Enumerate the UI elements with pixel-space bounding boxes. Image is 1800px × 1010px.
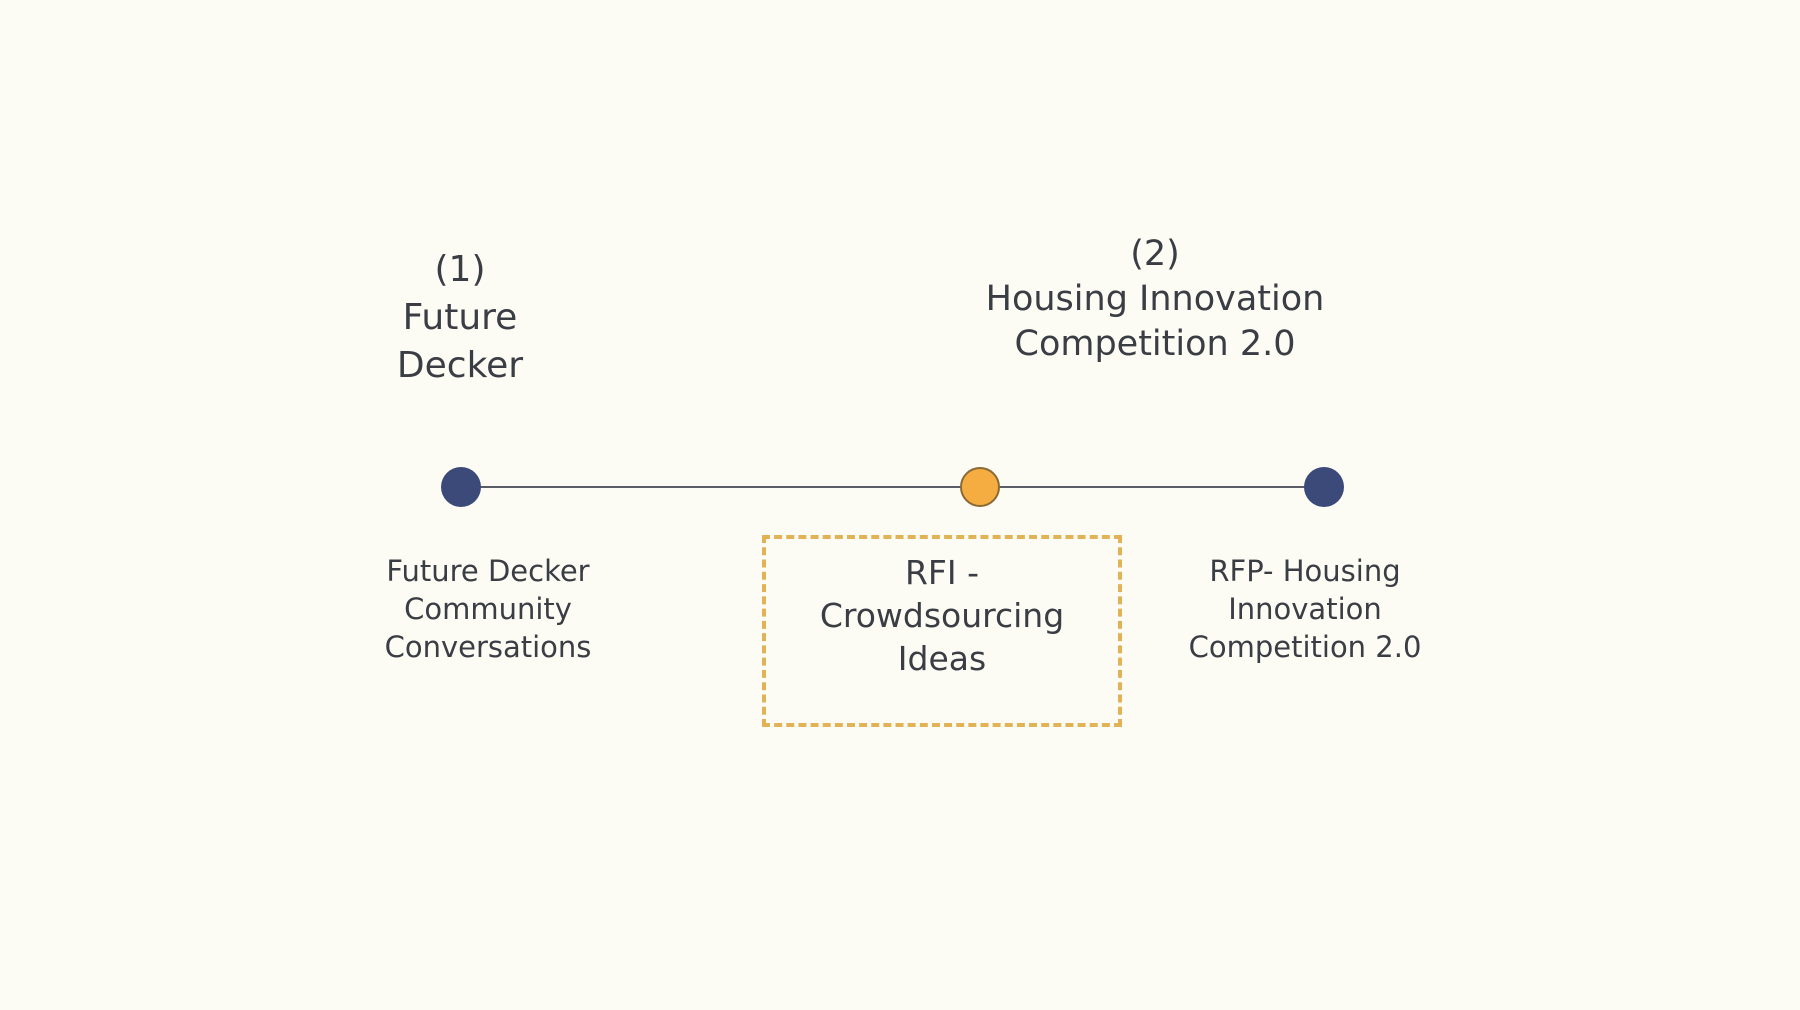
milestone-3-line-3: Competition 2.0 xyxy=(1188,630,1422,664)
milestone-2-dot xyxy=(960,467,1000,507)
phase-1-heading: (1) Future Decker xyxy=(360,246,560,390)
phase-1-title-line-2: Decker xyxy=(396,345,524,386)
milestone-1-line-2: Community xyxy=(404,592,572,626)
highlight-dashed-box xyxy=(762,535,1122,727)
milestone-3-dot xyxy=(1304,467,1344,507)
phase-1-number: (1) xyxy=(434,249,486,290)
milestone-3-line-1: RFP- Housing xyxy=(1209,554,1401,588)
milestone-1-label: Future Decker Community Conversations xyxy=(338,552,638,666)
milestone-1-line-3: Conversations xyxy=(384,630,592,664)
milestone-2-line-3: Ideas xyxy=(897,639,987,678)
phase-1-title-line-1: Future xyxy=(402,297,518,338)
phase-2-title-line-2: Competition 2.0 xyxy=(1014,324,1296,364)
phase-2-heading: (2) Housing Innovation Competition 2.0 xyxy=(880,232,1430,367)
milestone-1-dot xyxy=(441,467,481,507)
phase-2-number: (2) xyxy=(1130,234,1180,274)
milestone-2-line-2: Crowdsourcing xyxy=(819,596,1065,635)
milestone-1-line-1: Future Decker xyxy=(386,554,590,588)
milestone-3-label: RFP- Housing Innovation Competition 2.0 xyxy=(1155,552,1455,666)
timeline-line xyxy=(460,486,1324,488)
milestone-2-label: RFI - Crowdsourcing Ideas xyxy=(762,551,1122,680)
milestone-3-line-2: Innovation xyxy=(1228,592,1382,626)
milestone-2-line-1: RFI - xyxy=(904,553,980,592)
phase-2-title-line-1: Housing Innovation xyxy=(985,279,1325,319)
